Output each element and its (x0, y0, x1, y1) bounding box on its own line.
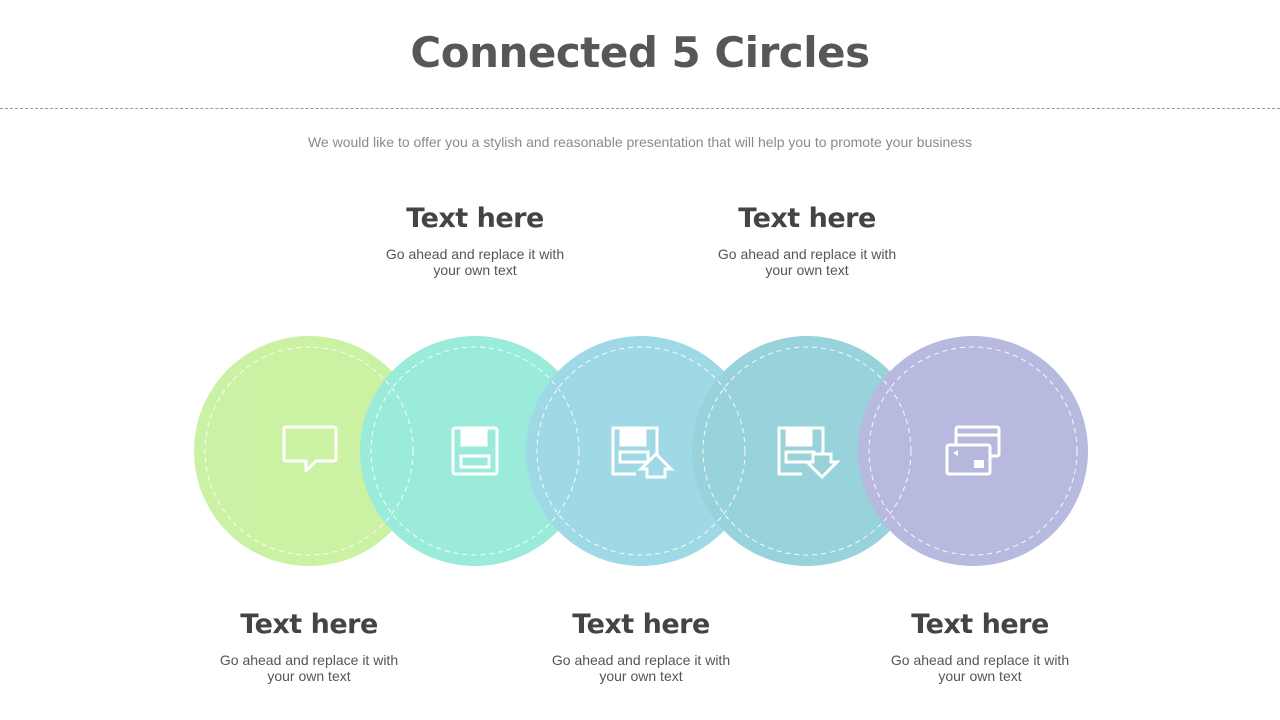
title-divider (0, 108, 1280, 109)
page-title: Connected 5 Circles (410, 28, 870, 77)
label-heading: Text here (240, 609, 378, 640)
speech-bubble-icon (282, 425, 338, 473)
circle-2 (360, 336, 590, 566)
floppy-download-icon (777, 426, 841, 480)
label-heading: Text here (572, 609, 710, 640)
circle-1 (194, 336, 424, 566)
floppy-disk-icon (451, 426, 499, 476)
credit-cards-icon (945, 425, 1001, 476)
label-heading: Text here (911, 609, 1049, 640)
subtitle: We would like to offer you a stylish and… (307, 134, 973, 150)
floppy-upload-icon (611, 426, 675, 479)
label-heading: Text here (406, 203, 544, 234)
label-heading: Text here (738, 203, 876, 234)
